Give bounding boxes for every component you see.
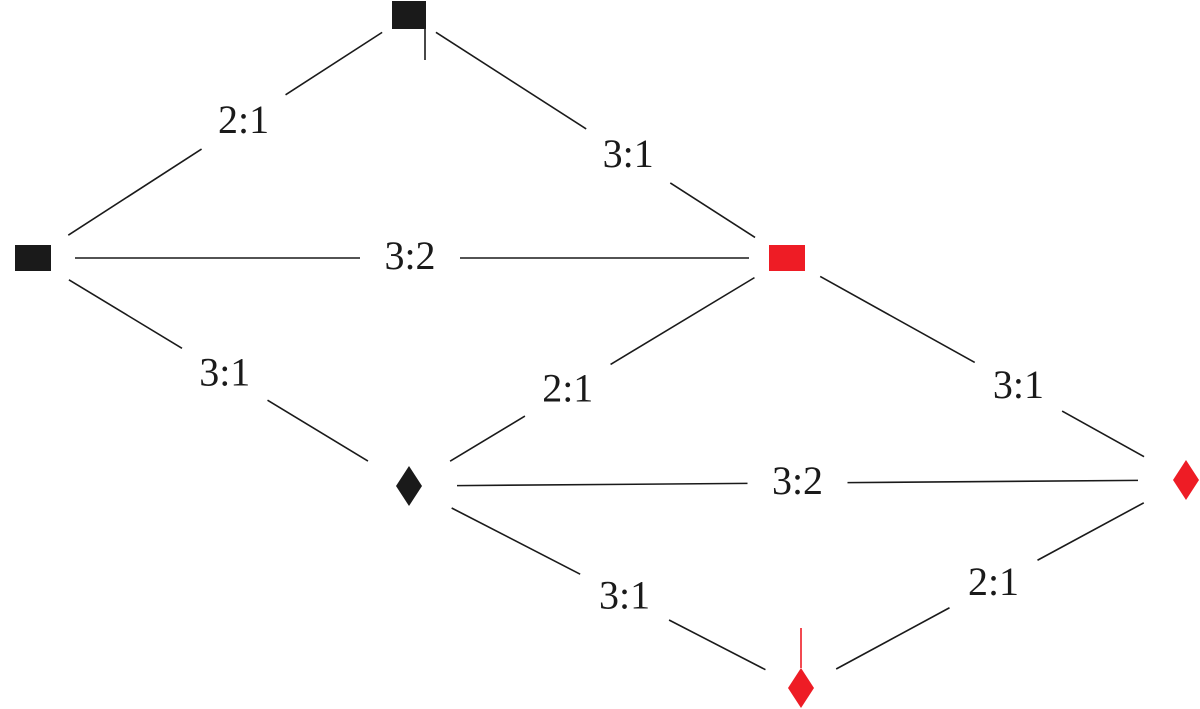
red-diamond-icon	[788, 668, 814, 708]
edge-segment	[267, 399, 369, 462]
edges-layer: 2:1 3:1 3:2 3:1 2:1 3:1 3:2 3:1 2:1	[67, 31, 1145, 671]
edge-n-left-n-mid-right: 3:2	[75, 233, 749, 278]
edge-n-mid-right-n-right: 3:1	[819, 275, 1145, 458]
edge-segment	[847, 479, 1139, 484]
edge-n-center-n-bottom: 3:1	[451, 507, 766, 671]
edge-n-left-n-center: 3:1	[68, 279, 369, 462]
red-diamond-icon	[1173, 460, 1199, 500]
edge-ratio-label: 2:1	[542, 365, 593, 410]
red-square-icon	[769, 245, 805, 271]
n-mid-right-node	[769, 245, 805, 271]
edge-segment	[456, 482, 748, 487]
edge-n-top-n-mid-right: 3:1	[435, 31, 756, 239]
edge-segment	[449, 415, 526, 462]
black-square-icon	[392, 1, 426, 29]
edge-ratio-label: 3:1	[993, 362, 1044, 407]
edge-segment	[610, 276, 755, 366]
edge-segment	[835, 607, 950, 670]
edge-segment	[669, 182, 756, 239]
n-bottom-node	[788, 628, 814, 708]
edge-segment	[451, 507, 581, 575]
edge-ratio-label: 2:1	[968, 559, 1019, 604]
edge-n-top-n-left: 2:1	[67, 31, 383, 236]
n-right-node	[1173, 460, 1199, 500]
edge-segment	[68, 279, 183, 350]
edge-segment	[819, 275, 976, 364]
black-diamond-icon	[396, 466, 422, 506]
edge-n-center-n-right: 3:2	[456, 458, 1139, 503]
edge-n-mid-right-n-center: 2:1	[449, 276, 755, 462]
edge-ratio-label: 3:2	[772, 458, 823, 503]
edge-ratio-label: 3:2	[384, 233, 435, 278]
edge-segment	[435, 31, 587, 130]
edge-ratio-label: 2:1	[218, 97, 269, 142]
n-top-node	[392, 1, 426, 60]
edge-segment	[67, 148, 203, 236]
n-center-node	[396, 466, 422, 506]
n-left-node	[15, 245, 51, 271]
edge-n-right-n-bottom: 2:1	[835, 502, 1145, 670]
edge-segment	[285, 31, 383, 96]
edge-segment	[1037, 502, 1145, 561]
edge-segment	[1061, 410, 1145, 458]
edge-ratio-label: 3:1	[199, 349, 250, 394]
nodes-layer	[15, 1, 1199, 708]
edge-ratio-label: 3:1	[599, 572, 650, 617]
black-square-icon	[15, 245, 51, 271]
edge-ratio-label: 3:1	[603, 131, 654, 176]
edge-segment	[668, 619, 766, 671]
